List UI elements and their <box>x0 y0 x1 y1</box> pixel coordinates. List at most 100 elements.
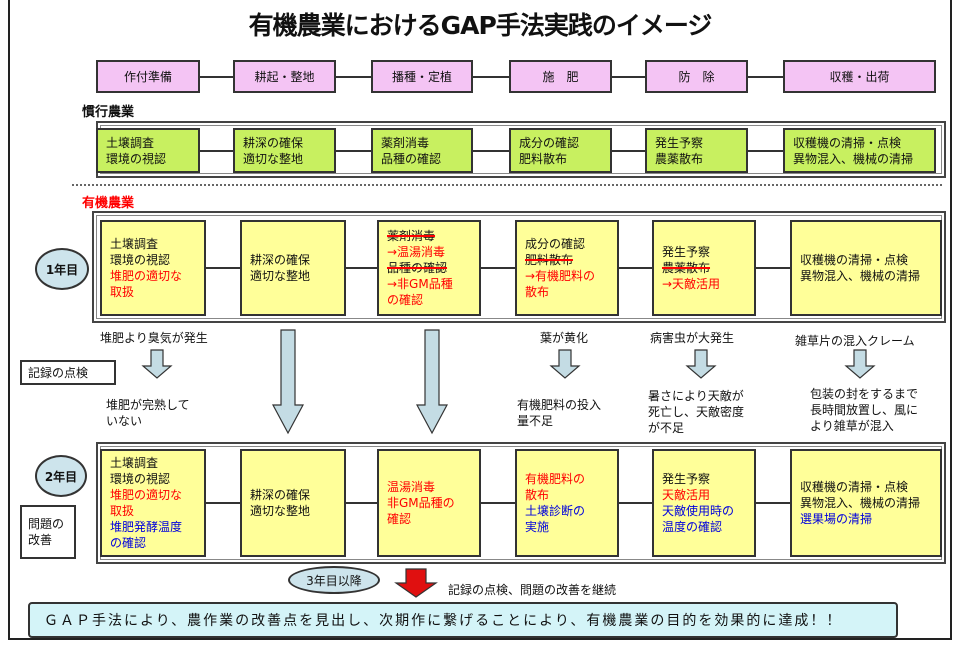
section-divider <box>72 184 942 186</box>
problem-note: 堆肥より臭気が発生 <box>100 331 208 345</box>
page-title: 有機農業におけるGAP手法実践のイメージ <box>248 11 713 40</box>
box-line: 品種の確認 <box>387 261 448 275</box>
box-line: 温湯消毒 <box>387 480 436 494</box>
box-line: 農薬散布 <box>662 261 711 275</box>
box-line: 異物混入、機械の清掃 <box>800 269 921 283</box>
year2-box-6: 収穫機の清掃・点検異物混入、機械の清掃選果場の清掃 <box>790 449 942 557</box>
down-arrow-large <box>415 329 449 435</box>
box-line: 農薬散布 <box>655 151 704 166</box>
box-line: 発生予察 <box>662 472 711 486</box>
connector-line <box>200 149 233 152</box>
stage-box-1: 作付準備 <box>96 60 200 93</box>
stage-box-5: 防 除 <box>645 60 748 93</box>
conventional-box-3: 薬剤消毒品種の確認 <box>371 128 473 173</box>
year2-box-2: 耕深の確保適切な整地 <box>240 449 346 557</box>
box-line: の確認 <box>387 293 424 307</box>
connector-line <box>206 502 240 504</box>
down-arrow-large <box>271 329 305 435</box>
box-line: 土壌調査 <box>110 237 159 251</box>
connector-line <box>346 502 377 504</box>
year1-box-6: 収穫機の清掃・点検異物混入、機械の清掃 <box>790 220 942 316</box>
box-line: 肥料散布 <box>525 253 574 267</box>
stage-box-2: 耕起・整地 <box>233 60 336 93</box>
down-arrow-small <box>685 349 717 379</box>
box-line: 収穫機の清掃・点検 <box>793 135 902 150</box>
year2-box-5: 発生予察天敵活用天敵使用時の温度の確認 <box>652 449 756 557</box>
record-check-label: 記録の点検 <box>20 360 116 385</box>
box-line: →非GM品種 <box>387 277 453 291</box>
box-line: →天敵活用 <box>662 277 721 291</box>
box-line: 薬剤消毒 <box>387 229 436 243</box>
stage-box-6: 収穫・出荷 <box>783 60 936 93</box>
year1-box-3: 薬剤消毒 →温湯消毒品種の確認 →非GM品種の確認 <box>377 220 481 316</box>
year2-box-3: 温湯消毒非GM品種の確認 <box>377 449 481 557</box>
year1-box-4: 成分の確認肥料散布 →有機肥料の散布 <box>515 220 619 316</box>
connector-line <box>336 149 371 152</box>
box-line: 環境の視認 <box>106 151 167 166</box>
connector-line <box>473 75 509 78</box>
box-line: 取扱 <box>110 285 135 299</box>
box-line: 成分の確認 <box>525 237 586 251</box>
stage-box-4: 施 肥 <box>509 60 612 93</box>
down-arrow-red <box>394 568 438 598</box>
box-line: 有機肥料の <box>525 472 586 486</box>
box-line: 異物混入、機械の清掃 <box>800 496 921 510</box>
box-line: 成分の確認 <box>519 135 580 150</box>
box-line: の確認 <box>110 536 147 550</box>
connector-line <box>481 502 515 504</box>
year1-box-1: 土壌調査環境の視認堆肥の適切な取扱 <box>100 220 206 316</box>
box-line: 非GM品種の <box>387 496 455 510</box>
box-line: 耕深の確保 <box>250 253 311 267</box>
stage-box-3: 播種・定植 <box>371 60 473 93</box>
year3-badge: 3年目以降 <box>288 566 380 594</box>
connector-line <box>473 149 509 152</box>
box-line: 異物混入、機械の清掃 <box>793 151 914 166</box>
box-line: 実施 <box>525 520 550 534</box>
box-line: 環境の視認 <box>110 253 171 267</box>
box-line: 散布 <box>525 285 550 299</box>
year2-badge: 2年目 <box>35 455 87 497</box>
box-line: 堆肥の適切な <box>110 488 183 502</box>
box-line: →有機肥料の <box>525 269 596 283</box>
box-line: 耕深の確保 <box>250 488 311 502</box>
box-line: 選果場の清掃 <box>800 512 873 526</box>
box-line: 天敵使用時の <box>662 504 735 518</box>
box-line: 天敵活用 <box>662 488 711 502</box>
connector-line <box>336 75 371 78</box>
box-line: 肥料散布 <box>519 151 568 166</box>
improve-label: 問題の 改善 <box>20 505 76 559</box>
problem-note: 葉が黄化 <box>540 331 589 345</box>
conventional-box-5: 発生予察農薬散布 <box>645 128 748 173</box>
year1-box-5: 発生予察農薬散布 →天敵活用 <box>652 220 756 316</box>
connector-line <box>619 267 652 269</box>
year1-box-2: 耕深の確保適切な整地 <box>240 220 346 316</box>
connector-line <box>756 502 790 504</box>
year2-box-1: 土壌調査環境の視認堆肥の適切な取扱堆肥発酵温度の確認 <box>100 449 206 557</box>
box-line: 適切な整地 <box>250 504 311 518</box>
box-line: 土壌調査 <box>106 135 155 150</box>
connector-line <box>756 267 790 269</box>
box-line: 散布 <box>525 488 550 502</box>
cause-note: 包装の封をするまで 長時間放置し、風に より雑草が混入 <box>810 387 919 433</box>
year1-badge: 1年目 <box>35 248 89 290</box>
box-line: 温度の確認 <box>662 520 723 534</box>
connector-line <box>619 502 652 504</box>
box-line: 収穫機の清掃・点検 <box>800 253 909 267</box>
box-line: 発生予察 <box>662 245 711 259</box>
box-line: 品種の確認 <box>381 151 442 166</box>
conventional-box-1: 土壌調査環境の視認 <box>96 128 200 173</box>
box-line: →温湯消毒 <box>387 245 446 259</box>
cause-note: 有機肥料の投入 量不足 <box>517 398 602 428</box>
box-line: 堆肥発酵温度 <box>110 520 183 534</box>
conventional-label: 慣行農業 <box>82 105 135 120</box>
conventional-box-2: 耕深の確保適切な整地 <box>233 128 336 173</box>
connector-line <box>612 75 645 78</box>
box-line: 環境の視認 <box>110 472 171 486</box>
connector-line <box>200 75 233 78</box>
box-line: 土壌調査 <box>110 456 159 470</box>
box-line: 適切な整地 <box>250 269 311 283</box>
box-line: 確認 <box>387 512 412 526</box>
conventional-box-6: 収穫機の清掃・点検異物混入、機械の清掃 <box>783 128 936 173</box>
conventional-box-4: 成分の確認肥料散布 <box>509 128 612 173</box>
